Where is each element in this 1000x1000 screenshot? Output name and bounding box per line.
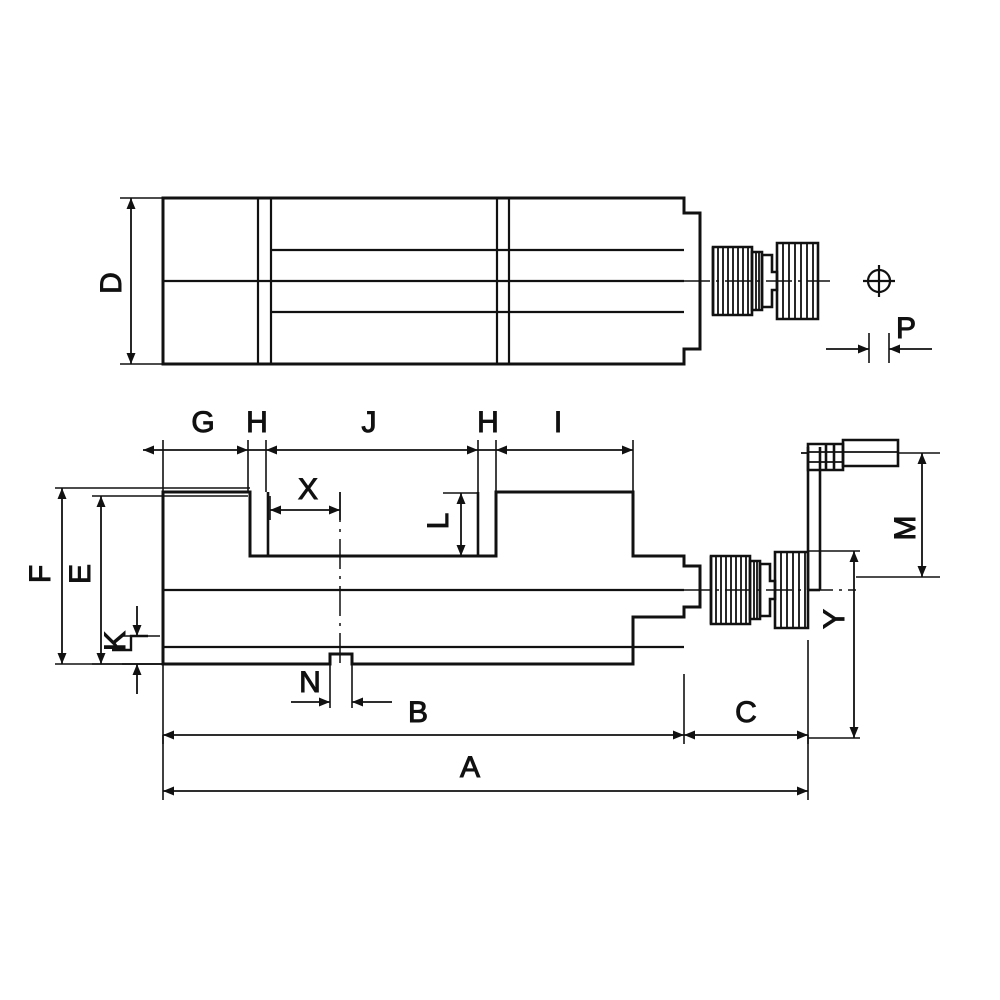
dimension-label-M: M bbox=[889, 516, 922, 541]
dimension-C: C bbox=[684, 640, 809, 744]
dimension-label-E: E bbox=[64, 564, 97, 584]
dimension-label-I: I bbox=[554, 406, 562, 439]
dimension-P: P bbox=[826, 311, 932, 363]
top-view-leadscrew bbox=[711, 241, 820, 321]
front-view-body-outline bbox=[161, 490, 702, 666]
dimension-label-K: L bbox=[422, 513, 455, 530]
front-view-internal-lines bbox=[163, 492, 684, 664]
dimension-label-Y: Y bbox=[818, 609, 851, 629]
dimension-label-L: K bbox=[99, 631, 132, 651]
dimension-A: A bbox=[162, 735, 809, 800]
dimension-F: F bbox=[23, 487, 250, 665]
dimension-label-C: C bbox=[735, 696, 757, 729]
datum-target-symbol bbox=[863, 265, 895, 297]
dimension-label-X: X bbox=[298, 473, 318, 506]
dimension-label-H-right: H bbox=[477, 406, 499, 439]
dimension-label-N: N bbox=[299, 666, 321, 699]
dimension-label-F: F bbox=[24, 565, 57, 583]
dimension-E: E bbox=[63, 495, 248, 665]
front-view-thread-hatch bbox=[715, 552, 806, 628]
top-view-body-outline bbox=[161, 196, 702, 366]
dimension-N: N bbox=[291, 654, 392, 708]
dimension-M: M bbox=[856, 452, 940, 578]
dimension-label-A: A bbox=[460, 751, 480, 784]
dimension-label-B: B bbox=[408, 696, 428, 729]
dimension-P-extension-lines bbox=[868, 333, 890, 363]
dimension-L: K bbox=[98, 606, 163, 694]
top-view-internal-lines bbox=[163, 198, 684, 364]
dimension-N-extension-lines bbox=[329, 654, 353, 708]
front-view: G H J H I bbox=[23, 405, 940, 800]
dimension-L-extension-lines bbox=[122, 635, 163, 665]
dimension-K: L bbox=[421, 492, 478, 557]
dimension-Y: Y bbox=[808, 550, 860, 739]
dimension-D: D bbox=[94, 197, 163, 365]
front-view-leadscrew bbox=[709, 550, 810, 630]
dimension-label-G: G bbox=[191, 406, 214, 439]
dimension-Y-extension-lines bbox=[808, 550, 860, 739]
top-view: D P bbox=[94, 196, 932, 366]
dimension-label-H-left: H bbox=[246, 406, 268, 439]
dimension-label-P: P bbox=[896, 312, 916, 345]
front-view-top-dimension-chain: G H J H I bbox=[143, 405, 634, 497]
front-view-jaw-plates bbox=[266, 492, 480, 556]
dimension-X: X bbox=[269, 472, 341, 520]
top-view-thread-hatch bbox=[717, 243, 814, 319]
dimension-label-J: J bbox=[362, 406, 377, 439]
front-view-crank-handle bbox=[801, 438, 900, 592]
dimension-label-D: D bbox=[95, 272, 128, 294]
dimension-B: B bbox=[162, 664, 685, 744]
dimension-M-extension-lines bbox=[856, 452, 940, 578]
